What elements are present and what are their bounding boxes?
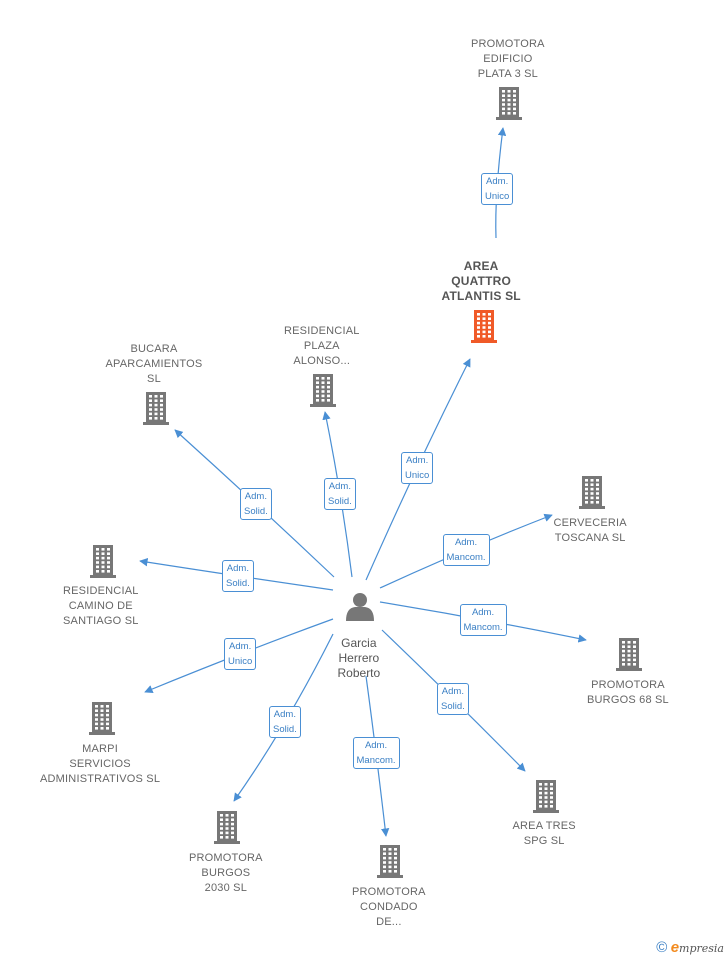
company-label-promotora_condado[interactable]: PROMOTORA CONDADO DE... [352, 886, 426, 928]
role-badge-promotora_condado[interactable]: Adm. Mancom. [352, 737, 400, 769]
brand-name: mpresia [679, 942, 724, 955]
role-badge-residencial_camino[interactable]: Adm. Solid. [222, 560, 254, 592]
building-icon-residencial_camino[interactable] [90, 545, 116, 578]
company-label-promotora_burgos2030[interactable]: PROMOTORA BURGOS 2030 SL [189, 852, 263, 894]
role-badge-area_quattro[interactable]: Adm. Unico [401, 452, 434, 484]
role-badge-promotora_burgos68[interactable]: Adm. Mancom. [459, 604, 507, 636]
building-icon-promotora_burgos2030[interactable] [214, 811, 240, 844]
building-icon-residencial_plaza[interactable] [310, 374, 336, 407]
copyright-icon: © [656, 939, 668, 956]
company-label-area_quattro[interactable]: AREA QUATTRO ATLANTIS SL [441, 259, 521, 303]
role-badge-marpi[interactable]: Adm. Unico [224, 638, 257, 670]
building-icon-promotora_edificio[interactable] [496, 87, 522, 120]
role-badge-cerveceria[interactable]: Adm. Mancom. [442, 534, 490, 566]
role-badge-residencial_plaza[interactable]: Adm. Solid. [324, 478, 356, 510]
role-badge-bucara[interactable]: Adm. Solid. [240, 488, 272, 520]
person-icon[interactable] [346, 593, 374, 621]
company-label-marpi[interactable]: MARPI SERVICIOS ADMINISTRATIVOS SL [40, 743, 161, 785]
role-badge-promotora_edificio[interactable]: Adm. Unico [481, 173, 514, 205]
footer-brand: © empresia [656, 939, 724, 956]
company-label-bucara[interactable]: BUCARA APARCAMIENTOS SL [105, 343, 203, 385]
building-icon-area_tres[interactable] [533, 780, 559, 813]
company-label-promotora_edificio[interactable]: PROMOTORA EDIFICIO PLATA 3 SL [471, 38, 545, 80]
brand-logo-initial: e [670, 939, 680, 956]
role-badge-area_tres[interactable]: Adm. Solid. [437, 683, 469, 715]
company-label-cerveceria[interactable]: CERVECERIA TOSCANA SL [553, 517, 627, 544]
company-label-residencial_plaza[interactable]: RESIDENCIAL PLAZA ALONSO... [284, 325, 360, 367]
building-icon-promotora_burgos68[interactable] [616, 638, 642, 671]
building-icon-promotora_condado[interactable] [377, 845, 403, 878]
building-icon-bucara[interactable] [143, 392, 169, 425]
person-name[interactable]: Garcia Herrero Roberto [337, 636, 381, 680]
company-label-residencial_camino[interactable]: RESIDENCIAL CAMINO DE SANTIAGO SL [63, 585, 139, 627]
company-label-area_tres[interactable]: AREA TRES SPG SL [512, 820, 576, 847]
building-icon-cerveceria[interactable] [579, 476, 605, 509]
building-icon-marpi[interactable] [89, 702, 115, 735]
company-label-promotora_burgos68[interactable]: PROMOTORA BURGOS 68 SL [587, 679, 669, 706]
building-icon-area_quattro[interactable] [471, 310, 497, 343]
role-badge-promotora_burgos2030[interactable]: Adm. Solid. [269, 706, 301, 738]
